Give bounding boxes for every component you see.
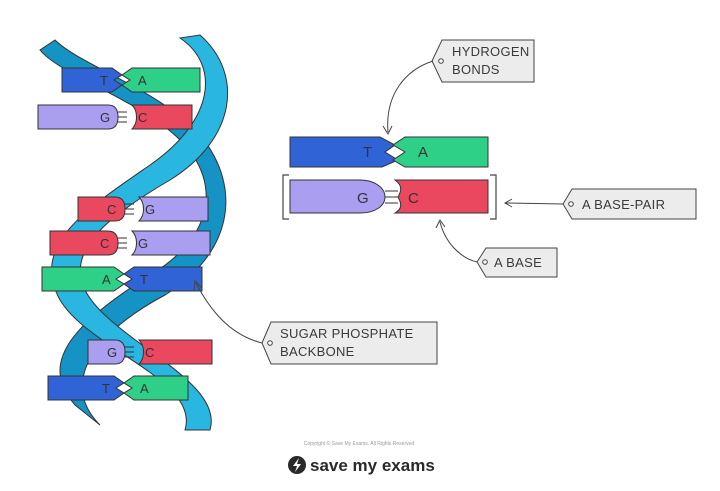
helix-base-left xyxy=(61,67,123,93)
helix-letter-left: A xyxy=(102,272,111,287)
label-backbone-line2: BACKBONE xyxy=(280,344,355,359)
helix-letter-right: T xyxy=(140,272,148,287)
tag-hydrogen-bonds: HYDROGEN BONDS xyxy=(431,39,535,83)
helix-base-left xyxy=(41,266,125,292)
label-base-pair: A BASE-PAIR xyxy=(582,197,665,212)
label-backbone-line1: SUGAR PHOSPHATE xyxy=(280,326,414,341)
helix-letter-right: C xyxy=(145,345,154,360)
helix-letter-left: T xyxy=(102,381,110,396)
helix-letter-right: G xyxy=(138,236,148,251)
zoomed-base-pairs: T A G C xyxy=(282,136,497,220)
zoom-base-a xyxy=(392,136,489,168)
helix-letter-right: A xyxy=(138,73,147,88)
zoom-pair-t-a: T A xyxy=(289,136,489,168)
arrow-a-base xyxy=(439,221,478,263)
zoom-base-g xyxy=(289,179,386,214)
zoom-base-t xyxy=(289,136,400,168)
zoom-letter-t: T xyxy=(363,144,372,161)
helix-base-right xyxy=(123,375,189,401)
tag-base-pair: A BASE-PAIR xyxy=(562,188,697,220)
helix-base-right xyxy=(137,339,213,365)
label-hydrogen-line2: BONDS xyxy=(452,62,500,77)
arrow-base-pair xyxy=(505,202,564,205)
zoom-letter-c: C xyxy=(408,190,419,207)
label-a-base: A BASE xyxy=(494,255,542,270)
helix-base-left xyxy=(47,375,125,401)
helix-base-right xyxy=(130,104,193,130)
tag-a-base: A BASE xyxy=(476,247,558,278)
helix-base-right xyxy=(137,196,209,222)
helix-base-left xyxy=(77,196,126,222)
helix-strand-front xyxy=(51,34,229,431)
helix-base-right xyxy=(130,230,211,256)
helix-letter-right: C xyxy=(138,110,147,125)
brand-logo: save my exams xyxy=(288,456,435,475)
zoom-letter-g: G xyxy=(357,190,369,207)
helix-letter-left: C xyxy=(107,202,116,217)
arrow-backbone xyxy=(195,282,263,344)
logo-text: save my exams xyxy=(310,456,435,475)
arrow-hydrogen-bonds xyxy=(387,60,434,133)
copyright-text: Copyright © Save My Exams. All Rights Re… xyxy=(304,440,415,447)
helix-letter-left: C xyxy=(100,236,109,251)
zoom-base-c xyxy=(393,179,489,214)
helix-base-right xyxy=(121,67,201,93)
helix-letter-left: T xyxy=(100,73,108,88)
tag-sugar-phosphate-backbone: SUGAR PHOSPHATE BACKBONE xyxy=(261,321,438,365)
base-pair-bracket xyxy=(282,174,497,220)
zoom-pair-g-c: G C xyxy=(289,179,489,214)
helix-letter-right: G xyxy=(145,202,155,217)
zoom-letter-a: A xyxy=(418,144,428,161)
helix-letter-right: A xyxy=(140,381,149,396)
helix-letter-left: G xyxy=(100,110,110,125)
label-hydrogen-line1: HYDROGEN xyxy=(452,44,530,59)
helix-base-right xyxy=(123,266,203,292)
helix-letter-left: G xyxy=(107,345,117,360)
